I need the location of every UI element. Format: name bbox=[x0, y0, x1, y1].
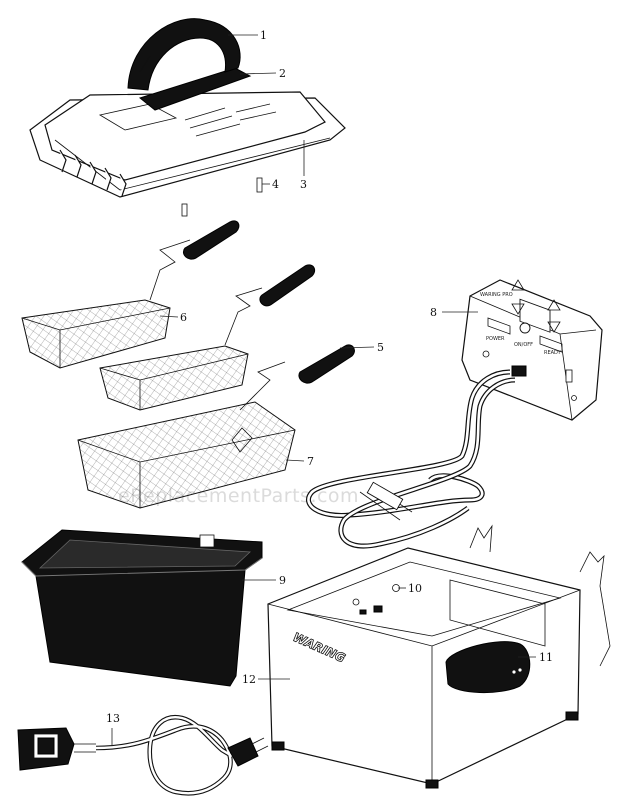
panel-brand: WARING PRO bbox=[480, 292, 513, 298]
callout-3: 3 bbox=[300, 178, 307, 191]
callout-6: 6 bbox=[180, 311, 187, 324]
lid-assembly bbox=[29, 18, 346, 217]
callouts: 1 2 3 4 5 6 7 8 9 10 11 12 13 bbox=[106, 29, 553, 725]
callout-1: 1 bbox=[260, 29, 267, 42]
callout-5: 5 bbox=[377, 341, 384, 354]
callout-12: 12 bbox=[242, 673, 256, 686]
large-basket-drawing bbox=[77, 344, 355, 509]
callout-10: 10 bbox=[408, 582, 422, 595]
callout-9: 9 bbox=[279, 574, 286, 587]
side-handle-drawing bbox=[445, 641, 531, 694]
handle-mount-drawing bbox=[138, 67, 252, 111]
callout-4: 4 bbox=[272, 178, 279, 191]
callout-13: 13 bbox=[106, 712, 120, 725]
callout-11: 11 bbox=[539, 651, 553, 664]
panel-label-onoff: ON/OFF bbox=[514, 342, 533, 348]
screw-drawing bbox=[181, 177, 263, 217]
panel-label-ready: READY bbox=[544, 350, 562, 356]
small-basket-left-drawing bbox=[21, 220, 240, 369]
panel-label-power: POWER bbox=[486, 336, 505, 342]
callout-2: 2 bbox=[279, 67, 286, 80]
callout-7: 7 bbox=[307, 455, 314, 468]
housing-drawing: WARING bbox=[267, 524, 611, 789]
heating-element-drawing bbox=[306, 369, 516, 549]
leader-lines bbox=[111, 34, 536, 746]
lid-drawing bbox=[29, 91, 346, 198]
oil-reservoir-drawing bbox=[21, 529, 263, 687]
small-basket-right-drawing bbox=[99, 264, 316, 411]
callout-8: 8 bbox=[430, 306, 437, 319]
lid-handle-drawing bbox=[127, 18, 241, 91]
power-cord-drawing bbox=[17, 714, 269, 796]
